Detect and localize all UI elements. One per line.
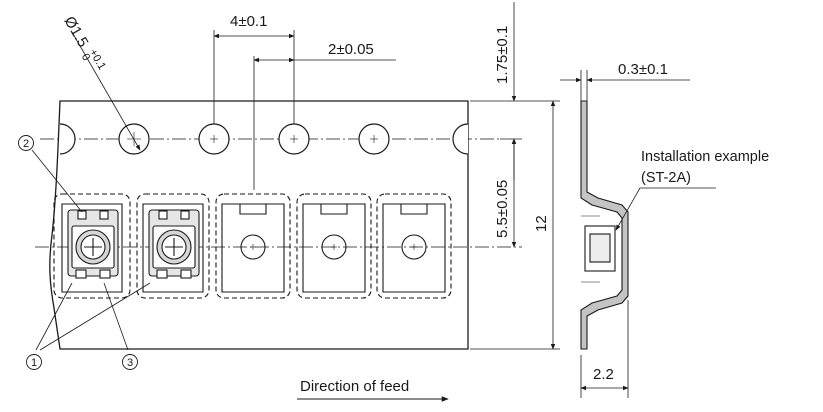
hole-diameter-label: Ø1.5 +0.1 0 [61,14,108,72]
dim-tape-thickness [560,70,690,101]
pocket-empty [215,193,291,299]
dim-total-thickness [580,300,629,398]
tape-section [580,100,629,350]
sprocket-hole-partial [59,123,76,155]
dim-hole-pitch [213,30,295,124]
pockets [53,193,452,299]
callout-1: 1 [26,354,42,370]
pocket-to-hole-label: 5.5±0.05 [494,180,511,238]
svg-text:2: 2 [23,138,29,150]
pocket-offset-label: 2±0.05 [328,41,374,58]
installation-leader [615,187,716,231]
svg-text:1: 1 [31,357,37,369]
pocket-with-part [53,193,131,299]
dim-vertical-set [470,2,560,350]
hole-pitch-label: 4±0.1 [230,13,267,30]
carrier-tape [35,100,520,350]
feed-label: Direction of feed [300,378,409,395]
callout-2: 2 [18,135,34,151]
side-section-view [580,100,629,350]
part-inner [589,233,611,263]
callout-3: 3 [122,354,138,370]
tape-outline [49,100,469,350]
sprocket-hole-partial [452,123,469,155]
svg-text:0: 0 [79,52,92,63]
tape-width-label: 12 [533,215,550,232]
svg-text:Ø1.5: Ø1.5 [61,14,92,51]
total-thickness-label: 2.2 [593,366,614,383]
pocket-empty [376,193,452,299]
tape-thickness-label: 0.3±0.1 [618,61,668,78]
pocket-with-part [136,193,210,299]
dim-hole-diameter [71,31,141,151]
pocket-empty [296,193,372,299]
installation-model: (ST-2A) [641,170,691,186]
svg-text:3: 3 [127,357,133,369]
dim-pocket-offset [253,56,396,190]
installation-label: Installation example [641,149,769,165]
hole-edge-label: 1.75±0.1 [494,26,511,84]
callout-leaders [31,149,151,351]
